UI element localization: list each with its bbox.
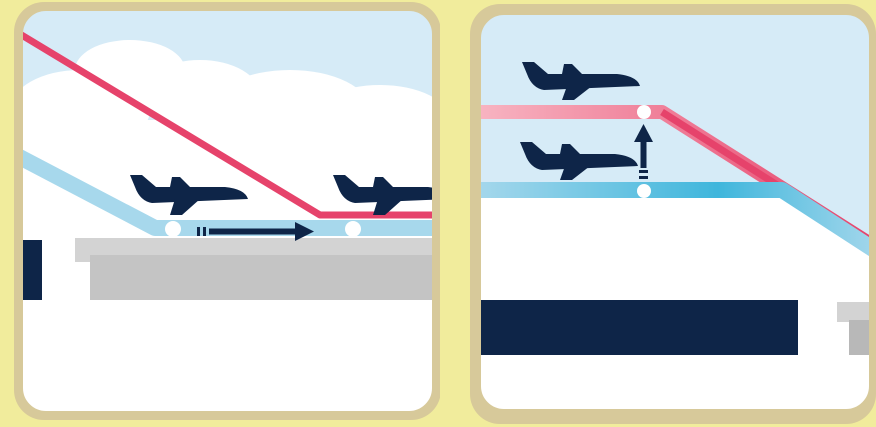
waypoint-node-icon	[165, 221, 181, 237]
waypoint-node-icon	[637, 184, 651, 198]
waypoint-node-icon	[345, 221, 361, 237]
climb-diagram	[452, 0, 876, 427]
overtake-diagram	[0, 0, 440, 427]
waypoint-node-icon	[637, 105, 651, 119]
panel-overtake	[0, 0, 440, 427]
ground-block	[478, 300, 798, 355]
panel-climb	[452, 0, 876, 427]
ground-snow	[20, 300, 435, 420]
